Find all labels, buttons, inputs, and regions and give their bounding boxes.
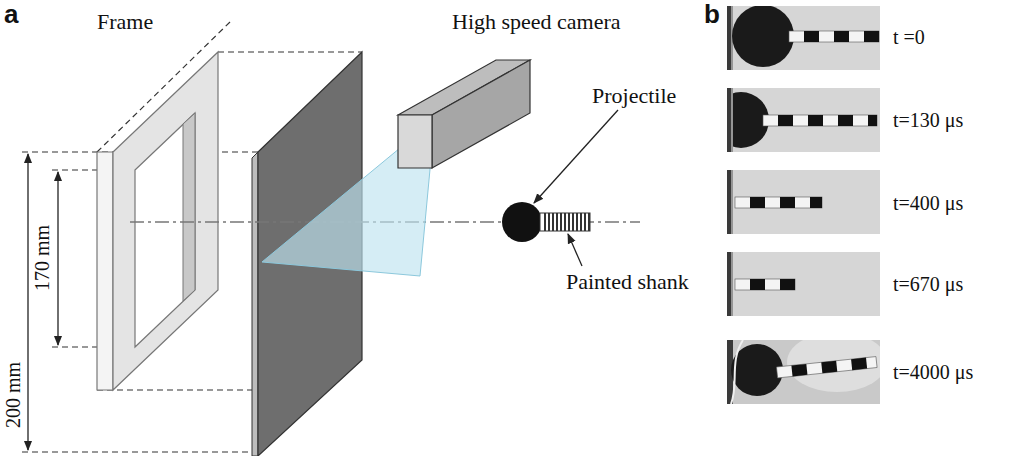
dimension-label: 200 mm xyxy=(3,362,23,428)
shank-stripe xyxy=(804,31,819,42)
dimension-label: 170 mm xyxy=(32,225,52,291)
camera-front xyxy=(398,115,432,168)
time-label: t=130 μs xyxy=(893,110,963,130)
panel-letter: b xyxy=(704,1,720,27)
shank-stripe xyxy=(864,31,879,42)
leader-arrow xyxy=(534,110,618,203)
part-label: High speed camera xyxy=(452,11,621,33)
shank-body xyxy=(735,279,795,290)
panel-letter: a xyxy=(4,1,18,27)
frame-window xyxy=(135,113,195,347)
time-label: t =0 xyxy=(893,27,925,47)
part-label: Projectile xyxy=(592,85,676,107)
shank-body xyxy=(540,213,590,231)
part-label: Frame xyxy=(97,11,153,33)
crack-line xyxy=(731,340,743,404)
plate-edge xyxy=(727,88,733,152)
part-label: Painted shank xyxy=(566,271,689,293)
shank-stripe xyxy=(778,115,793,126)
dashed-line xyxy=(218,51,362,52)
plate-edge xyxy=(252,152,258,456)
dashed-line xyxy=(22,451,258,452)
plate-edge xyxy=(727,170,733,234)
projectile-sphere xyxy=(731,344,783,396)
shank-stripe xyxy=(821,361,837,374)
dimension-arrow xyxy=(27,154,28,450)
projectile-sphere xyxy=(502,202,542,242)
shank-stripe xyxy=(868,115,877,126)
time-label: t=670 μs xyxy=(893,274,963,294)
shank-stripe xyxy=(810,197,822,208)
plate-surface xyxy=(732,170,733,234)
shank-stripe xyxy=(808,115,823,126)
projectile-sphere xyxy=(732,6,794,67)
camera-side xyxy=(432,60,530,168)
photo-background xyxy=(727,252,880,316)
shank-body xyxy=(789,31,879,42)
shank-stripe xyxy=(791,364,807,377)
dashed-line xyxy=(97,389,258,390)
frame-face xyxy=(113,52,218,390)
shank-stripe xyxy=(851,358,867,371)
shank-stripe xyxy=(750,197,765,208)
shank-body xyxy=(735,197,822,208)
photo-background xyxy=(727,170,880,234)
plate-surface xyxy=(732,252,733,316)
shank-body xyxy=(763,115,877,126)
dimension-arrow xyxy=(57,172,58,345)
shank-paint xyxy=(542,213,590,231)
time-label: t=4000 μs xyxy=(893,362,973,382)
time-label: t=400 μs xyxy=(893,193,963,213)
leader-arrow xyxy=(568,234,582,266)
photo-highlight xyxy=(787,340,880,392)
shank-stripe xyxy=(838,115,853,126)
shank-stripe xyxy=(750,279,765,290)
frame-edge xyxy=(97,152,113,390)
shank-stripe xyxy=(780,197,795,208)
photo-background xyxy=(727,6,880,70)
plate-edge xyxy=(727,252,733,316)
shank-stripe xyxy=(780,279,795,290)
shank-body xyxy=(776,357,877,378)
window-reveal xyxy=(183,113,195,301)
plate-surface xyxy=(732,88,733,152)
shank-stripe xyxy=(834,31,849,42)
